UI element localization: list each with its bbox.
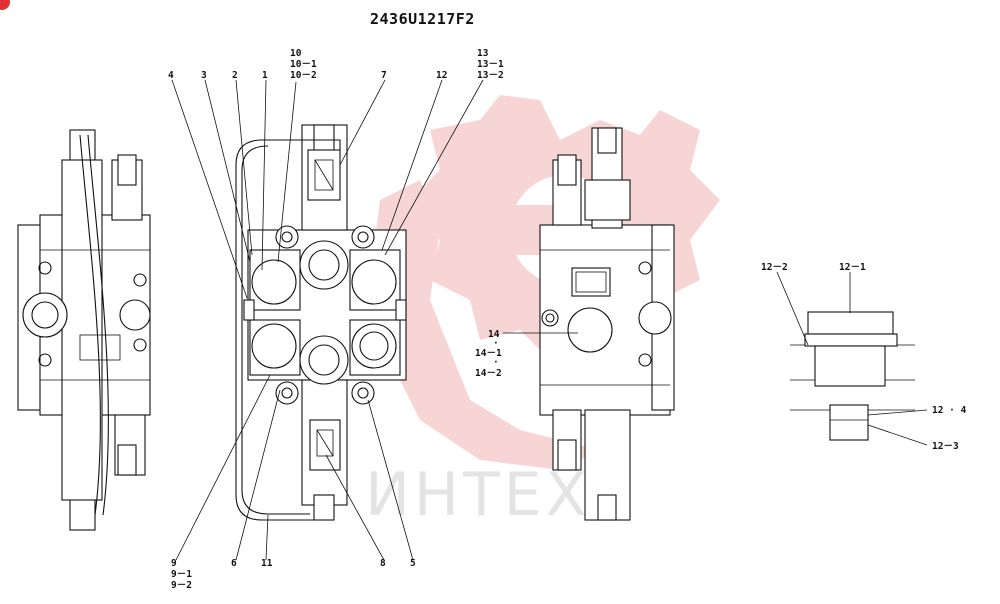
label-2: 2 bbox=[232, 70, 238, 81]
label-12-2: 12－2 bbox=[761, 262, 788, 273]
label-8: 8 bbox=[380, 558, 386, 569]
label-14-1: 14－1 bbox=[475, 348, 502, 359]
label-10: 10 bbox=[290, 48, 302, 59]
detail-view bbox=[790, 311, 915, 441]
label-3: 3 bbox=[201, 70, 207, 81]
label-1: 1 bbox=[262, 70, 268, 81]
label-14: 14 bbox=[488, 329, 500, 340]
label-5: 5 bbox=[410, 558, 416, 569]
label-12-3: 12－3 bbox=[932, 441, 959, 452]
label-9-2: 9－2 bbox=[171, 580, 192, 591]
label-12: 12 bbox=[436, 70, 447, 81]
label-dot-2: · bbox=[493, 357, 499, 368]
label-13-2: 13－2 bbox=[477, 70, 504, 81]
label-12-1: 12－1 bbox=[839, 262, 866, 273]
label-13-1: 13－1 bbox=[477, 59, 504, 70]
leader-lines bbox=[171, 79, 928, 561]
center-front-view bbox=[235, 124, 407, 521]
label-13: 13 bbox=[477, 48, 489, 59]
corner-badge bbox=[0, 0, 10, 10]
part-labels: 4 3 2 1 10 10－1 10－2 7 12 13 13－1 13－2 1… bbox=[168, 48, 967, 591]
label-10-1: 10－1 bbox=[290, 59, 317, 70]
right-side-view bbox=[539, 127, 675, 521]
watermark-text: ИНТЕХ bbox=[365, 460, 591, 530]
label-9-1: 9－1 bbox=[171, 569, 192, 580]
label-7: 7 bbox=[381, 70, 387, 81]
drawing-title: 2436U1217F2 bbox=[370, 10, 475, 28]
label-11: 11 bbox=[261, 558, 273, 569]
label-6: 6 bbox=[231, 558, 237, 569]
label-dot-1: · bbox=[493, 338, 499, 349]
label-9: 9 bbox=[171, 558, 177, 569]
label-12-4: 12 · 4 bbox=[932, 405, 967, 416]
label-14-2: 14－2 bbox=[475, 368, 502, 379]
left-side-view bbox=[17, 129, 151, 531]
label-4: 4 bbox=[168, 70, 174, 81]
label-10-2: 10－2 bbox=[290, 70, 317, 81]
